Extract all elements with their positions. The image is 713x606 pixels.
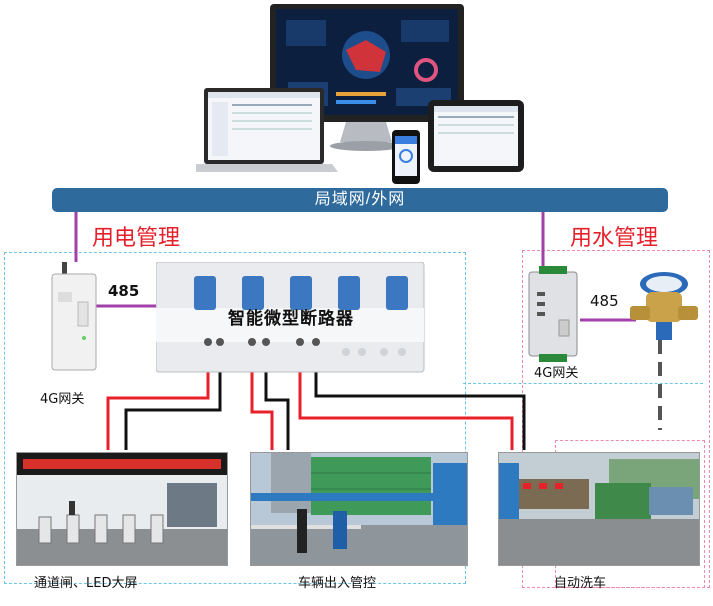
car-wash-photo <box>498 452 700 566</box>
gate-led-photo <box>16 452 228 566</box>
wire-wash-live <box>298 342 514 450</box>
power-gateway-device <box>51 262 97 371</box>
water-meter-device <box>630 272 698 340</box>
vehicle-control-photo <box>250 452 468 566</box>
water-gateway-label: 4G网关 <box>534 366 579 381</box>
power-section-title: 用电管理 <box>92 226 181 251</box>
smart-breaker-device <box>156 262 425 373</box>
car-wash-label: 自动洗车 <box>554 576 607 591</box>
breaker-label: 智能微型断路器 <box>228 309 354 329</box>
water-section-title: 用水管理 <box>570 226 659 251</box>
gate-led-label: 通道闸、LED大屏 <box>34 576 138 591</box>
power-gateway-label: 4G网关 <box>40 392 85 407</box>
wire-vehicle-live <box>250 342 274 450</box>
network-bus: 局域网/外网 <box>52 188 668 212</box>
wire-gate-neutral <box>124 342 222 450</box>
power-protocol-label: 485 <box>108 282 140 300</box>
dashboard-devices-illustration <box>196 4 524 184</box>
power-group-box-ext <box>463 383 703 386</box>
water-gateway-device <box>528 266 578 362</box>
vehicle-control-label: 车辆出入管控 <box>298 576 377 591</box>
water-protocol-label: 485 <box>590 292 619 310</box>
